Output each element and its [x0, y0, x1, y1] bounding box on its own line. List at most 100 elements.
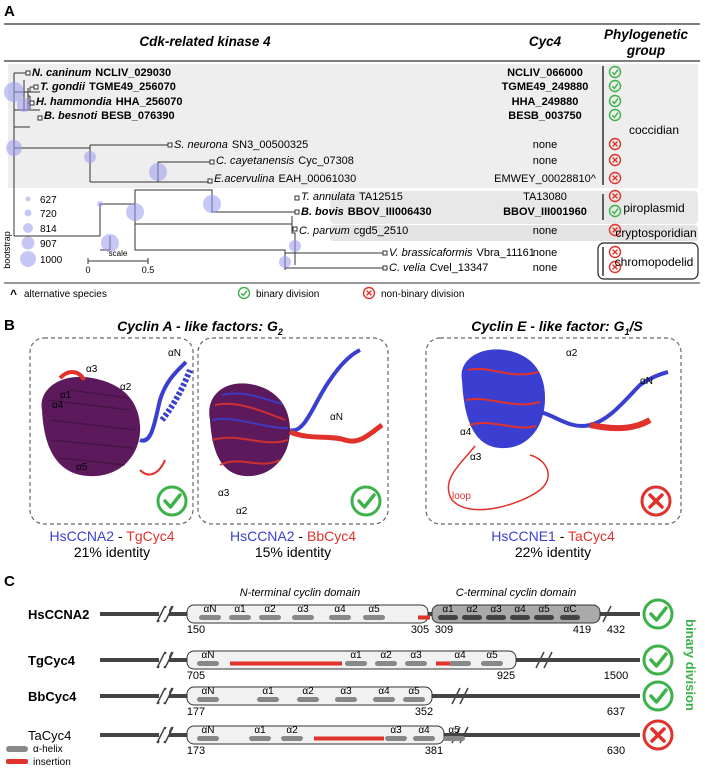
tg-alpha5: α5: [76, 462, 88, 473]
helix-label: α3: [340, 686, 352, 697]
helix-label: α4: [454, 650, 466, 661]
cyc4-label: HHA_249880: [512, 96, 579, 108]
tg-alpha4: α4: [52, 400, 64, 411]
cyc4-label: NCLIV_066000: [507, 67, 583, 79]
ta-alphaN: αN: [640, 376, 653, 387]
tg-alpha1: α1: [60, 390, 72, 401]
helix-label: αN: [201, 686, 214, 697]
alt-symbol: ^: [10, 287, 17, 301]
legend-binary: binary division: [256, 289, 319, 300]
c-helix-label: α1: [442, 604, 454, 615]
insertion-bar: [314, 736, 384, 741]
helix-label: αN: [201, 650, 214, 661]
nterm-title: N-terminal cyclin domain: [240, 587, 360, 599]
helix-label: α5: [448, 725, 460, 736]
helix-label: α2: [286, 725, 298, 736]
structure-box-ta: [425, 337, 682, 525]
legend-insertion: insertion: [33, 757, 71, 768]
header-cyc4: Cyc4: [529, 34, 562, 49]
helix-label: α4: [334, 604, 346, 615]
group-cryptosporidian: cryptosporidian: [615, 226, 696, 240]
tg-binary-icon: [156, 485, 188, 517]
helix-label: α1: [350, 650, 362, 661]
bb-alpha3: α3: [218, 488, 230, 499]
ta-alpha2: α2: [566, 348, 578, 359]
helix-label: α4: [418, 725, 430, 736]
scale-tick-05: 0.5: [142, 265, 155, 275]
scale-label: scale: [109, 249, 128, 258]
bootstrap-circles: [4, 82, 301, 268]
cyc4-label: BESB_003750: [508, 110, 581, 122]
identity-bb: 15% identity: [255, 544, 331, 560]
cyc4-label: none: [533, 139, 557, 151]
caption-tg: HsCCNA2 - TgCyc4: [49, 528, 174, 544]
protein-name: BbCyc4: [28, 689, 77, 704]
tg-alphaN: αN: [168, 348, 181, 359]
bb-alphaN: αN: [330, 412, 343, 423]
c-helix-label: α2: [466, 604, 478, 615]
legend-insertion-swatch: [6, 759, 28, 764]
helix-label: α2: [264, 604, 276, 615]
structure-ta: loop αN α2 α4 α3: [447, 348, 672, 517]
residue-number: 705: [187, 670, 205, 682]
bootstrap-907: 907: [40, 239, 57, 250]
residue-number: 173: [187, 745, 205, 757]
bootstrap-814: 814: [40, 224, 57, 235]
residue-number: 630: [607, 745, 625, 757]
helix-label: α3: [390, 725, 402, 736]
legend-nonbinary-icon: [362, 286, 376, 300]
cyc4-label: none: [533, 225, 557, 237]
legend-binary-icon: [237, 286, 251, 300]
residue-number: 150: [187, 624, 205, 636]
residue-number: 177: [187, 706, 205, 718]
residue-number: 432: [607, 624, 625, 636]
structure-tg: α1 α3 α2 α4 α5 αN: [41, 348, 193, 517]
c-helix-label: α5: [538, 604, 550, 615]
residue-number: 352: [415, 706, 433, 718]
c-helix-label: α3: [490, 604, 502, 615]
legend-helix: α-helix: [33, 744, 63, 755]
tg-alpha2: α2: [120, 382, 132, 393]
identity-ta: 22% identity: [515, 544, 591, 560]
residue-number: 309: [435, 624, 453, 636]
residue-number: 925: [497, 670, 515, 682]
helix-label: α1: [234, 604, 246, 615]
binary-division-icon: [642, 598, 674, 630]
header-phylo-1: Phylogenetic: [604, 27, 689, 42]
header-phylo-2: group: [626, 43, 665, 58]
c-helix-label: α4: [514, 604, 526, 615]
helix-label: αN: [203, 604, 216, 615]
n-terminal-domain: [186, 686, 433, 706]
legend-alt: alternative species: [24, 289, 107, 300]
non-binary-division-icon: [642, 719, 674, 751]
residue-number: 1500: [604, 670, 628, 682]
bootstrap-legend-circles: [20, 196, 36, 267]
helix-label: α4: [378, 686, 390, 697]
protein-name: TaCyc4: [28, 728, 71, 743]
cyc4-label: BBOV_III001960: [503, 206, 587, 218]
helix-label: α3: [410, 650, 422, 661]
cyc4-label: TA13080: [523, 191, 567, 203]
binary-division-icon: [642, 644, 674, 676]
bootstrap-720: 720: [40, 209, 57, 220]
panel-b-label: B: [4, 317, 15, 334]
binary-division-label: binary division: [683, 619, 698, 711]
insertion-bar: [230, 661, 342, 666]
group-coccidian: coccidian: [629, 123, 679, 137]
cyc4-label: none: [533, 155, 557, 167]
identity-tg: 21% identity: [74, 544, 150, 560]
residue-number: 381: [425, 745, 443, 757]
caption-ta: HsCCNE1 - TaCyc4: [491, 528, 615, 544]
piroplasmid-bg: [330, 191, 698, 224]
tg-alpha3: α3: [86, 364, 98, 375]
